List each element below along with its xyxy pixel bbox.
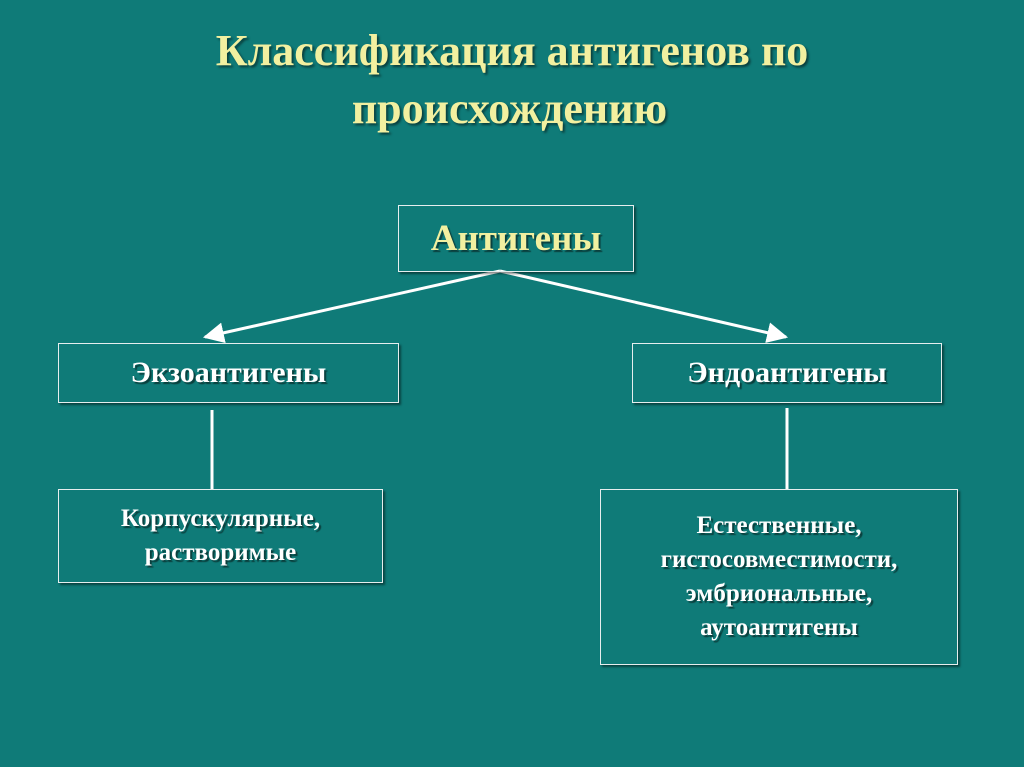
- title-line-1: Классификация антигенов по: [215, 26, 809, 75]
- node-exoantigens: Экзоантигены: [58, 343, 399, 403]
- slide-title: Классификация антигенов по происхождению: [0, 22, 1024, 138]
- node-antigens: Антигены: [398, 205, 634, 272]
- node-corpuscular: Корпускулярные, растворимые: [58, 489, 383, 583]
- node-exoantigens-label: Экзоантигены: [130, 356, 327, 389]
- arrow-to-endo: [499, 269, 789, 343]
- node-natural-label: Естественные, гистосовместимости, эмбрио…: [660, 512, 898, 641]
- title-line-2: происхождению: [351, 84, 668, 133]
- node-corpuscular-label: Корпускулярные, растворимые: [120, 505, 321, 566]
- node-endoantigens: Эндоантигены: [632, 343, 942, 403]
- node-antigens-label: Антигены: [430, 218, 602, 259]
- node-natural: Естественные, гистосовместимости, эмбрио…: [600, 489, 958, 665]
- node-endoantigens-label: Эндоантигены: [687, 356, 887, 389]
- arrow-to-exo: [202, 269, 501, 344]
